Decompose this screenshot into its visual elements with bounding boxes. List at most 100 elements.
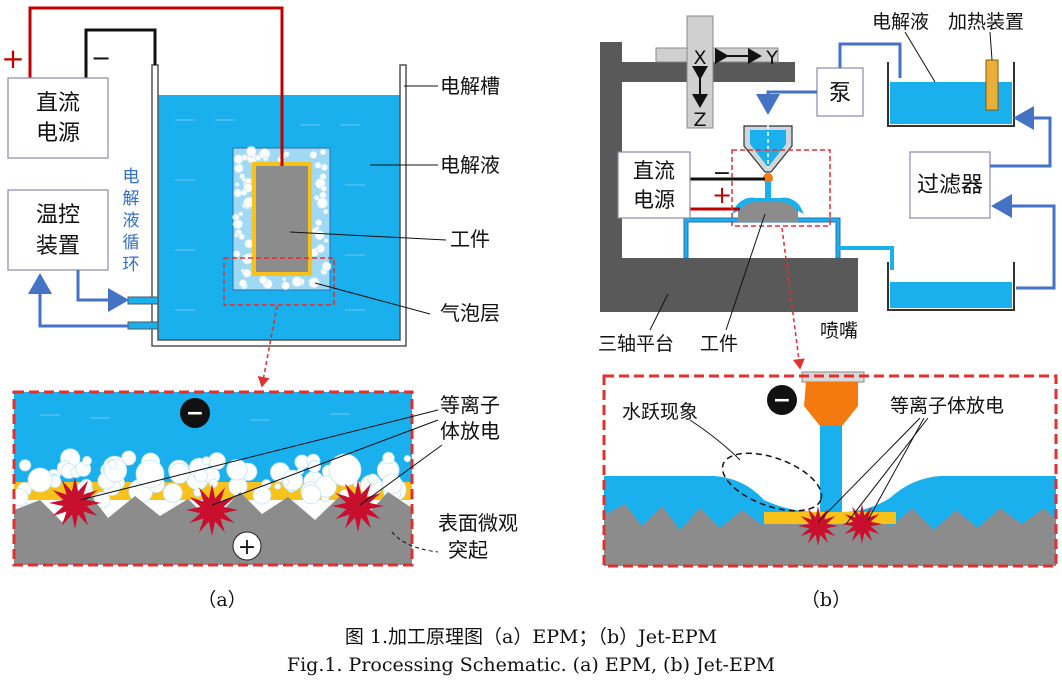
bubble — [242, 268, 252, 278]
bubble — [232, 213, 240, 221]
bubble — [168, 462, 190, 484]
circulation-pipe-lower — [127, 321, 159, 330]
bubble — [281, 281, 291, 291]
bubble — [301, 484, 322, 505]
label-nozzle: 喷嘴 — [820, 320, 858, 342]
axis-y-label: Y — [765, 47, 778, 69]
plus-sign-b: + — [712, 181, 732, 209]
detail-jet-b — [820, 424, 842, 516]
detail-plasma-sparks-a — [49, 477, 384, 536]
bubble — [27, 467, 53, 493]
detail-arrow-b — [781, 227, 805, 370]
bubble — [316, 197, 329, 209]
label-bubble-layer: 气泡层 — [440, 301, 500, 325]
detail-workpiece-b — [604, 504, 1056, 566]
detail-box-frame-b — [602, 374, 1058, 568]
lower-tank-outline — [887, 262, 1015, 311]
temp-control-label-1: 温控 — [36, 203, 80, 228]
tray-overflow-pipe — [836, 246, 894, 270]
bubble — [291, 276, 303, 288]
label-surface-protrusion-1: 表面微观 — [438, 511, 518, 535]
leader-workpiece-b — [725, 213, 766, 331]
lower-tank-to-filter-line — [991, 194, 1056, 290]
bubble — [314, 230, 325, 241]
bubble — [238, 211, 244, 217]
dc-power-label-b-2: 电源 — [633, 188, 675, 212]
detail-nozzle-body — [804, 382, 858, 426]
bubble — [281, 477, 290, 486]
cathode-wire — [84, 28, 157, 78]
bubble — [82, 455, 92, 466]
axis-x-label: X — [693, 47, 706, 69]
dc-power-label-b-1: 直流 — [633, 159, 675, 183]
circulation-pipe-upper — [127, 296, 159, 305]
bubble — [322, 208, 329, 215]
bubble — [234, 233, 239, 238]
bubble — [19, 459, 32, 472]
bubble — [381, 473, 403, 495]
positive-symbol-circle-a — [232, 531, 262, 561]
circulation-line-out — [76, 270, 129, 312]
bubble — [135, 459, 165, 489]
bubble — [321, 261, 332, 272]
label-workpiece-a: 工件 — [450, 227, 490, 251]
bubble — [314, 161, 322, 169]
bubble — [245, 146, 257, 157]
detail-bubbles-a — [10, 448, 411, 509]
bubble — [208, 478, 219, 489]
panel-a: 直流 电源 + − 温控 装置 电 解 液 循 环 电解槽 电解液 工件 气泡层 — [1, 6, 518, 611]
workpiece-a — [256, 166, 308, 272]
plasma-spark — [842, 504, 882, 544]
detail-box-frame-a — [12, 390, 414, 567]
leader-plasma-a-1 — [79, 409, 439, 501]
axis-z-label: Z — [693, 109, 706, 131]
bubble — [233, 188, 243, 198]
svg-text:循: 循 — [123, 233, 140, 253]
label-three-axis-platform: 三轴平台 — [598, 333, 674, 355]
hydraulic-jump-ellipse — [721, 452, 823, 512]
tank-to-pump-line — [838, 42, 902, 78]
bubble — [258, 275, 268, 285]
bubble — [241, 177, 247, 183]
bubble — [314, 219, 323, 227]
bubble — [238, 233, 246, 241]
label-hydraulic-jump: 水跃现象 — [622, 401, 698, 423]
bubble — [319, 148, 327, 156]
leader-electrolyte-b — [904, 31, 936, 83]
bubble — [308, 277, 320, 289]
electrolyte-film-b — [732, 197, 804, 214]
bubble — [233, 250, 241, 258]
bubble — [262, 155, 269, 162]
electrolytic-tank-outline — [151, 64, 407, 347]
temp-control-label-2: 装置 — [36, 234, 80, 259]
label-plasma-a-1: 等离子 — [440, 393, 500, 417]
pump-to-nozzle-line — [756, 90, 817, 115]
panel-b: X Y Z − + 直流 电源 泵 — [598, 11, 1058, 611]
wave-lines-a — [175, 119, 365, 311]
label-plasma-a-2: 体放电 — [440, 419, 500, 443]
heater — [985, 59, 999, 111]
bubble — [238, 279, 247, 288]
bubble — [281, 469, 304, 492]
svg-text:环: 环 — [123, 255, 140, 275]
positive-symbol-text-a: + — [238, 535, 256, 560]
label-electrolyte-a: 电解液 — [440, 153, 500, 177]
plasma-spark — [49, 477, 101, 529]
bubble — [162, 483, 183, 503]
bubble — [382, 451, 395, 465]
label-electrolytic-tank: 电解槽 — [440, 74, 500, 98]
bubble — [403, 454, 411, 463]
bubble — [309, 150, 318, 159]
workpiece-b — [738, 200, 798, 222]
anode-wire — [28, 6, 284, 166]
label-heater: 加热装置 — [948, 11, 1024, 33]
upper-tank-outline — [887, 62, 1015, 127]
svg-text:液: 液 — [123, 211, 140, 231]
bubble — [328, 453, 362, 487]
leader-bubble-layer — [314, 282, 431, 315]
filter-to-upper-tank-line — [990, 106, 1052, 168]
jet-stream-b — [765, 182, 771, 204]
dc-power-label-a-1: 直流 — [36, 91, 80, 116]
plasma-spark — [332, 480, 384, 532]
minus-sign-b: − — [713, 161, 731, 186]
